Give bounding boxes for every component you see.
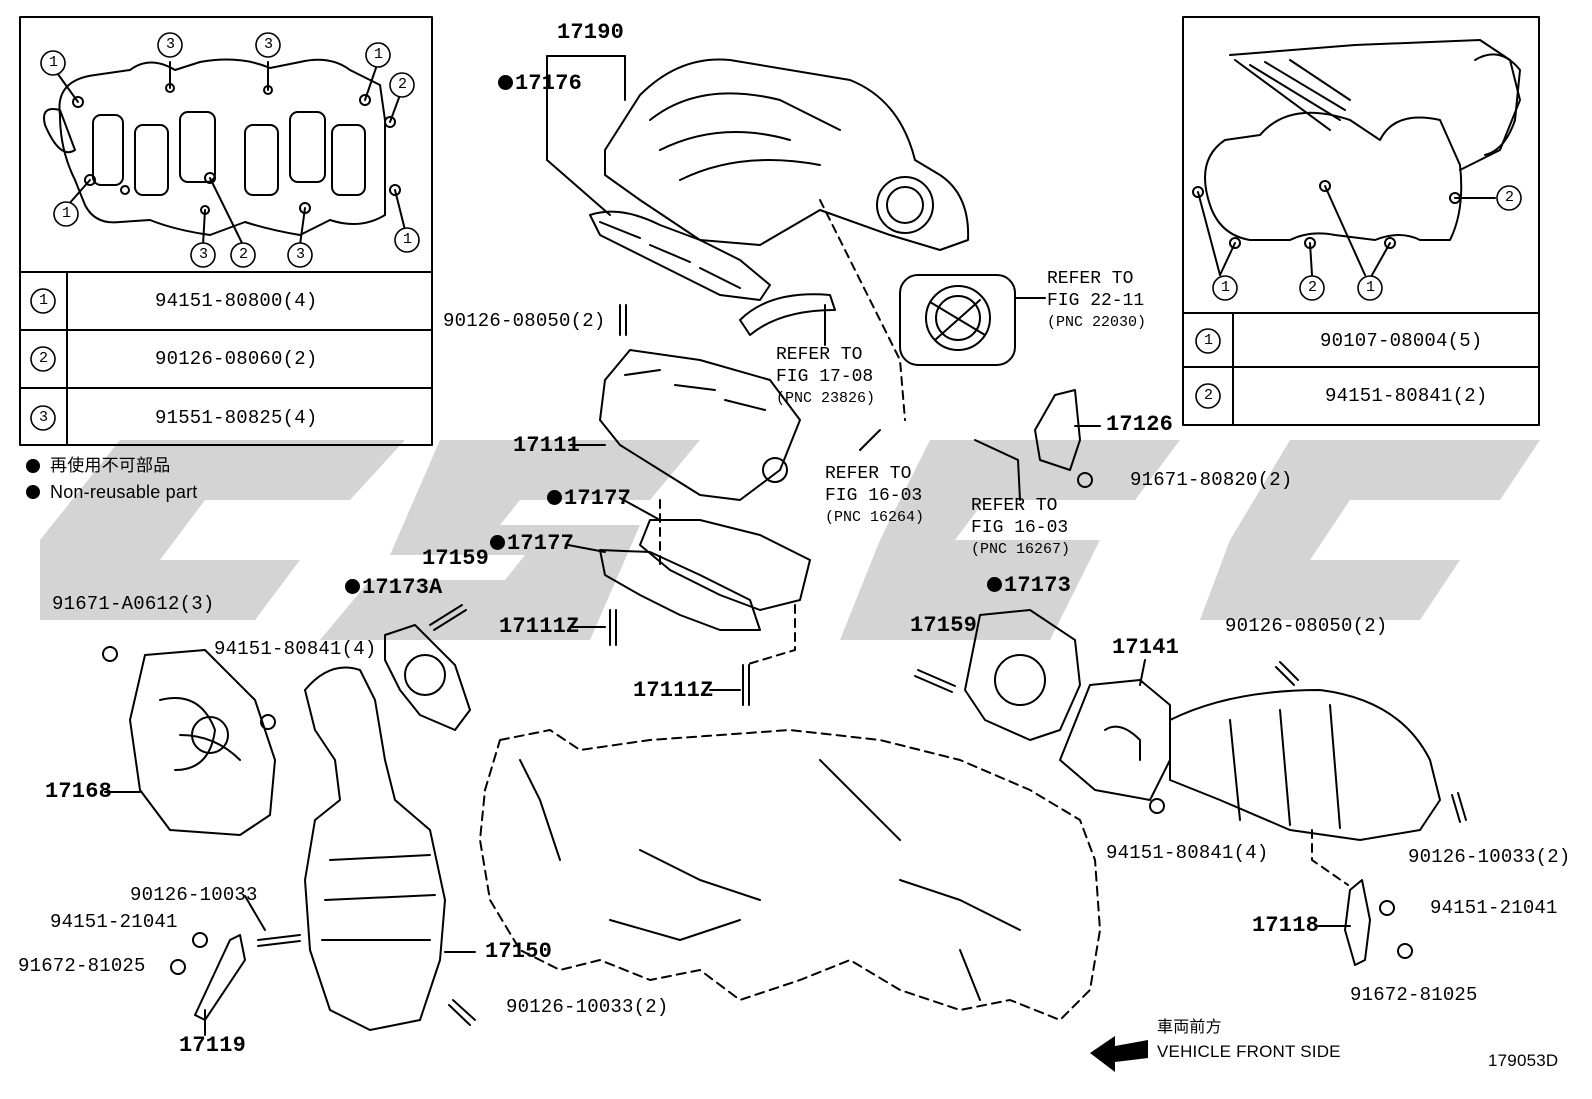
table-row-part[interactable]: 90126-08060(2) (155, 348, 318, 370)
part-label-17176[interactable]: 17176 (498, 73, 582, 95)
part-number: 17177 (564, 486, 632, 511)
fastener-label[interactable]: 90126-10033(2) (1408, 846, 1571, 868)
part-label-17150[interactable]: 17150 (485, 939, 553, 964)
refer-figure: FIG 16-03 (825, 486, 923, 506)
refer-figure: FIG 16-03 (971, 518, 1069, 538)
non-reusable-dot-icon (987, 577, 1002, 592)
fastener-label[interactable]: 94151-80841(4) (1106, 842, 1269, 864)
fastener-label[interactable]: 91672-81025 (1350, 984, 1478, 1006)
part-label-17159[interactable]: 17159 (910, 613, 978, 638)
part-label-17168[interactable]: 17168 (45, 779, 113, 804)
callout-2: 2 (1308, 279, 1318, 296)
fastener-label[interactable]: 90126-08050(2) (1225, 615, 1388, 637)
part-label-17111[interactable]: 17111 (513, 433, 581, 458)
refer-pnc: (PNC 16267) (971, 541, 1071, 558)
part-number: 17173 (1004, 573, 1072, 598)
legend-jp: 再使用不可部品 (50, 456, 171, 475)
non-reusable-dot-icon (498, 75, 513, 90)
fastener-label[interactable]: 90126-08050(2) (443, 310, 606, 332)
callout-1: 1 (62, 205, 72, 222)
part-label-17118[interactable]: 17118 (1252, 913, 1320, 938)
callout-1: 1 (1221, 279, 1231, 296)
callout-3: 3 (166, 36, 176, 53)
part-label-17111Z[interactable]: 17111Z (499, 614, 580, 639)
table-row-key: 1 (39, 292, 49, 309)
table-row-key: 3 (39, 409, 49, 426)
callout-2: 2 (239, 246, 249, 263)
refer-line: REFER TO (776, 345, 863, 365)
table-row-part[interactable]: 94151-80841(2) (1325, 385, 1488, 407)
refer-to-fig-16-03[interactable]: REFER TO FIG 16-03 (PNC 16267) (971, 495, 1070, 561)
refer-pnc: (PNC 16264) (825, 509, 925, 526)
part-label-17177[interactable]: 17177 (490, 533, 574, 555)
refer-figure: FIG 22-11 (1047, 291, 1145, 311)
callout-2: 2 (398, 76, 408, 93)
table-row-key: 1 (1204, 332, 1214, 349)
callout-3: 3 (199, 246, 209, 263)
part-number: 17177 (507, 531, 575, 556)
non-reusable-dot-icon (547, 490, 562, 505)
callout-1: 1 (374, 46, 384, 63)
refer-to-fig-16-03[interactable]: REFER TO FIG 16-03 (PNC 16264) (825, 463, 924, 529)
part-label-17111Z[interactable]: 17111Z (633, 678, 714, 703)
fastener-label[interactable]: 90126-10033(2) (506, 996, 669, 1018)
refer-to-fig-17-08[interactable]: REFER TO FIG 17-08 (PNC 23826) (776, 344, 875, 410)
part-number: 17176 (515, 71, 583, 96)
part-label-17126[interactable]: 17126 (1106, 412, 1174, 437)
refer-pnc: (PNC 23826) (776, 390, 876, 407)
part-number: 17173A (362, 575, 443, 600)
part-label-17177[interactable]: 17177 (547, 488, 631, 510)
callout-1: 1 (49, 54, 59, 71)
callout-1: 1 (1366, 279, 1376, 296)
refer-figure: FIG 17-08 (776, 367, 874, 387)
part-label-17190[interactable]: 17190 (557, 20, 625, 45)
fastener-label[interactable]: 90126-10033 (130, 884, 258, 906)
part-label-17159[interactable]: 17159 (422, 546, 490, 571)
part-label-17173A[interactable]: 17173A (345, 577, 442, 599)
table-row-part[interactable]: 94151-80800(4) (155, 290, 318, 312)
front-side-jp: 車両前方 (1157, 1019, 1222, 1036)
part-label-17173[interactable]: 17173 (987, 575, 1071, 597)
refer-line: REFER TO (825, 464, 912, 484)
fastener-label[interactable]: 91672-81025 (18, 955, 146, 977)
callout-2: 2 (1505, 189, 1515, 206)
fastener-label[interactable]: 94151-80841(4) (214, 638, 377, 660)
refer-to-fig-22-11[interactable]: REFER TO FIG 22-11 (PNC 22030) (1047, 268, 1146, 334)
fastener-label[interactable]: 94151-21041 (1430, 897, 1558, 919)
table-row-part[interactable]: 91551-80825(4) (155, 407, 318, 429)
table-row-key: 2 (1204, 387, 1214, 404)
front-side-en: VEHICLE FRONT SIDE (1157, 1042, 1341, 1061)
callout-1: 1 (403, 231, 413, 248)
fastener-label[interactable]: 94151-21041 (50, 911, 178, 933)
non-reusable-dot-icon (490, 535, 505, 550)
fastener-label[interactable]: 91671-80820(2) (1130, 469, 1293, 491)
refer-line: REFER TO (971, 496, 1058, 516)
front-side-arrow-icon (1090, 1036, 1150, 1072)
part-label-17141[interactable]: 17141 (1112, 635, 1180, 660)
callout-3: 3 (296, 246, 306, 263)
refer-pnc: (PNC 22030) (1047, 314, 1147, 331)
refer-line: REFER TO (1047, 269, 1134, 289)
callout-3: 3 (264, 36, 274, 53)
fastener-label[interactable]: 91671-A0612(3) (52, 593, 215, 615)
table-row-part[interactable]: 90107-08004(5) (1320, 330, 1483, 352)
figure-id: 179053D (1488, 1051, 1559, 1070)
table-row-key: 2 (39, 350, 49, 367)
non-reusable-dot-icon (345, 579, 360, 594)
part-label-17119[interactable]: 17119 (179, 1033, 247, 1058)
watermark-logo (40, 440, 1540, 640)
legend-en: Non-reusable part (50, 482, 198, 502)
